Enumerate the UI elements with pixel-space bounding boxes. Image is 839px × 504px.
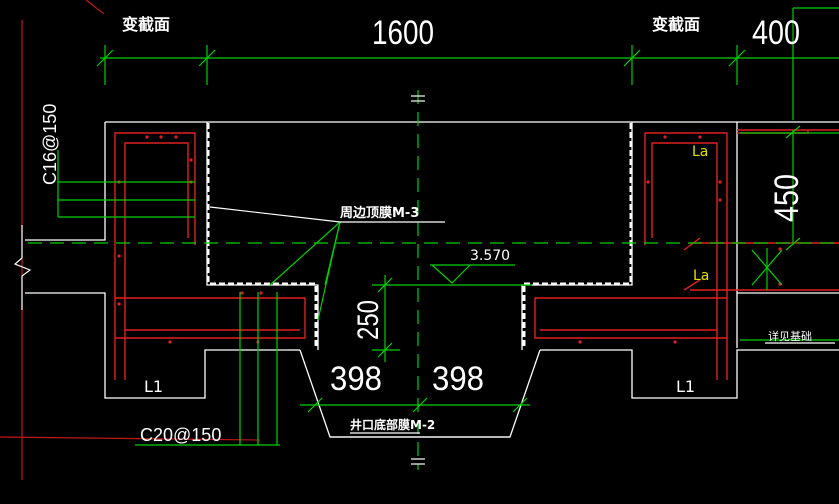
rebar-left-inner [124,142,189,380]
label-side-note: 详见基础 [768,329,812,343]
annotation-lines-white [13,95,835,465]
dim-vert-right-tick [785,125,801,139]
dim-250-tick-top [377,277,393,293]
rebar-right-bottom-slab [534,297,727,339]
dim-tick-2 [198,49,216,67]
concrete-outline [25,121,839,438]
rebar-right-outer [644,132,728,380]
dim-398-left: 398 [330,360,382,398]
label-membrane-m3: 周边顶膜M-3 [340,205,419,221]
dim-398-tick-2 [412,397,428,413]
left-wall-outline [25,122,106,241]
pit-inner-outline [206,122,319,350]
dimension-lines [57,7,839,446]
leader-m3-3 [324,221,341,286]
label-c20-150: C20@150 [140,425,221,445]
dim-398-tick-3 [512,397,528,413]
rebar-right-diag-2 [683,279,701,291]
label-la-upper: La [692,144,708,160]
dim-250: 250 [352,300,385,340]
dim-450: 450 [768,174,806,222]
frame-bottom-line [0,436,261,441]
dim-tick-3 [623,49,641,67]
left-wall-bottom-outline [25,292,288,399]
dim-400: 400 [752,14,800,52]
dim-tick-4 [728,49,746,67]
elevation-triangle [431,264,471,284]
leader-m3-2 [269,221,341,286]
dim-1600: 1600 [372,14,434,52]
waterproof-membrane [206,123,633,348]
label-la-lower: La [693,268,709,284]
label-elevation: 3.570 [470,248,510,264]
dim-vert-right-tick-2 [785,237,801,251]
rebar-right-diag [683,237,701,251]
text-labels: 变截面 变截面 1600 400 450 250 398 398 C16@150… [40,14,812,445]
break-symbol [13,225,32,310]
label-section-change-left: 变截面 [122,15,170,34]
label-l1-right: L1 [676,377,695,396]
label-c16-150: C16@150 [40,104,60,185]
rebar-lines [114,129,839,380]
right-wall-bottom-outline [550,349,839,399]
label-section-change-right: 变截面 [652,15,700,34]
label-membrane-m2: 井口底部膜M-2 [350,417,435,432]
rebar-right-inner [651,142,718,380]
axis-dashed-lines [28,90,839,470]
dim-398-tick-1 [307,397,323,413]
m3-slope-line [209,206,341,223]
pit-inner-outline-right [521,122,633,350]
rebar-dots [117,135,782,344]
rebar-left-bottom-slab [115,297,306,339]
dim-398-right: 398 [432,360,484,398]
dim-250-tick-bottom [377,342,393,358]
label-l1-left: L1 [144,377,163,396]
rebar-left-outer [114,132,196,380]
frame-top-tick [85,0,105,15]
dim-tick-1 [96,49,114,67]
